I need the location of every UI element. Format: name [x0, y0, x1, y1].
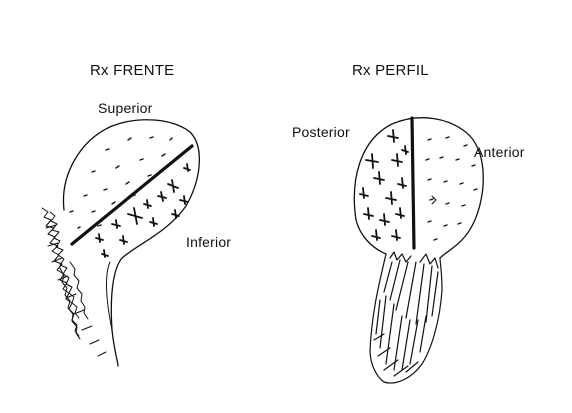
profile-anterior-label: Anterior — [474, 144, 525, 160]
front-division-line — [72, 146, 192, 244]
profile-anterior-marks — [426, 137, 477, 240]
front-superior-label: Superior — [98, 100, 153, 116]
profile-view-title: Rx PERFIL — [352, 62, 429, 79]
profile-neck-hatching — [370, 252, 442, 383]
profile-posterior-label: Posterior — [292, 124, 350, 140]
profile-division-line — [412, 118, 414, 248]
profile-view-drawing — [354, 118, 483, 383]
front-inferior-label: Inferior — [186, 234, 231, 250]
front-textured-border — [42, 208, 106, 356]
front-view-drawing — [42, 120, 199, 366]
front-superior-marks — [70, 137, 172, 228]
front-view-title: Rx FRENTE — [90, 62, 174, 79]
